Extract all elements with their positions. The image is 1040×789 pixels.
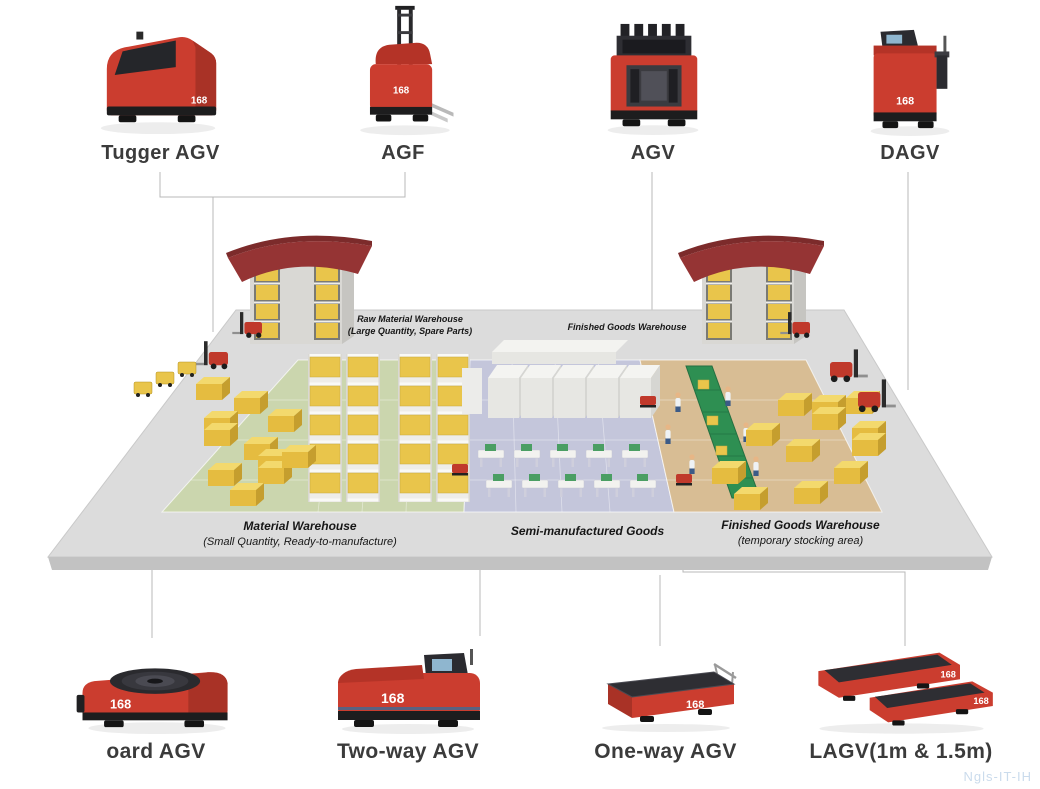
product-label: DAGV (880, 142, 940, 164)
product-label: AGV (630, 142, 676, 164)
brand-logo: 168 (190, 96, 207, 107)
brand-logo: 168 (940, 669, 955, 679)
product-label: LAGV(1m & 1.5m) (809, 740, 993, 763)
product-label: oard AGV (106, 740, 206, 763)
finished-goods-warehouse-building (678, 235, 824, 344)
dagv-image: 168 (870, 29, 950, 137)
agf-image: 168 (360, 5, 454, 136)
product-tugger-agv: 168 Tugger AGV (58, 8, 263, 165)
screen (886, 34, 903, 44)
production-machines (462, 340, 660, 418)
brand-logo: 168 (381, 690, 405, 706)
product-one-way-agv: 168 One-way AGV (578, 646, 753, 764)
product-dagv: 168 DAGV (842, 20, 978, 165)
brand-logo: 168 (973, 696, 988, 706)
raw-material-zone-label: Raw Material Warehouse (Large Quantity, … (347, 314, 473, 336)
material-warehouse-label: Material Warehouse (Small Quantity, Read… (203, 519, 397, 548)
brand-logo: 168 (686, 699, 704, 711)
product-agf: 168 AGF (322, 2, 484, 165)
lagv-unit-long: 168 (817, 652, 960, 701)
lagv-unit-short: 168 (869, 681, 993, 726)
semi-manufactured-label: Semi-manufactured Goods (510, 524, 665, 538)
product-agv: AGV (578, 20, 728, 165)
watermark: Ngls-IT-IH (963, 769, 1032, 784)
raw-material-warehouse-building (226, 235, 372, 344)
brand-logo: 168 (896, 96, 914, 108)
finished-goods-top-label: Finished Goods Warehouse (567, 322, 687, 332)
brand-logo: 168 (393, 85, 410, 96)
lagv-image: 168 168 (817, 652, 993, 734)
agv-image (607, 23, 698, 136)
product-label: AGF (381, 142, 425, 164)
two-way-agv-image: 168 (337, 649, 480, 734)
product-label: One-way AGV (594, 740, 737, 763)
finished-goods-temp-label: Finished Goods Warehouse (temporary stoc… (721, 518, 880, 547)
board-agv-image: 168 (76, 668, 228, 735)
product-label: Tugger AGV (101, 142, 220, 164)
screen (431, 659, 452, 671)
product-two-way-agv: 168 Two-way AGV (322, 636, 494, 764)
tugger-agv-image: 168 (100, 31, 216, 135)
deck (605, 671, 735, 698)
product-label: Two-way AGV (336, 740, 480, 763)
product-lagv: 168 168 LAGV(1m & 1.5m) (795, 638, 1007, 764)
windshield (114, 40, 176, 75)
product-board-agv: 168 oard AGV (52, 638, 260, 764)
one-way-agv-image: 168 (601, 662, 737, 732)
brand-logo: 168 (109, 697, 130, 712)
